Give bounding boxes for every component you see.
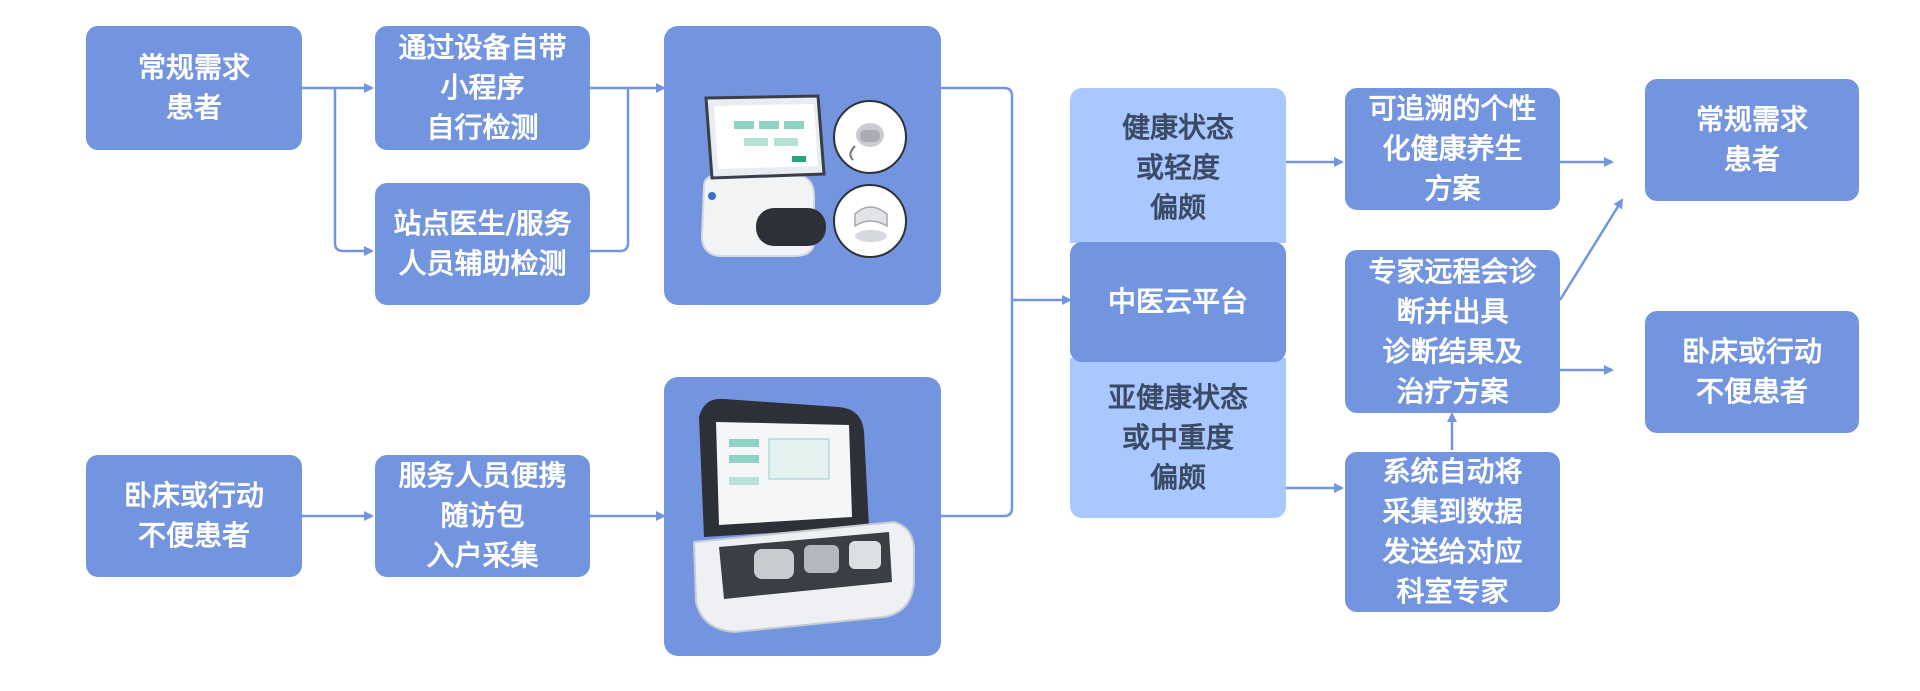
wrist-pad-icon (833, 184, 907, 258)
line-kiosk-out (941, 86, 1014, 518)
node-healthy-state: 健康状态 或轻度 偏颇 (1070, 88, 1286, 243)
line-assisted-merge (590, 88, 630, 253)
tcm-diagnostic-kiosk-icon (700, 94, 826, 257)
node-left-regular-patient: 常规需求 患者 (86, 26, 302, 150)
node-left-bedridden-patient: 卧床或行动 不便患者 (86, 455, 302, 577)
node-self-check: 通过设备自带 小程序 自行检测 (375, 26, 590, 150)
arrow-expert-to-right-regular (1558, 198, 1624, 301)
node-right-regular-patient: 常规需求 患者 (1645, 79, 1859, 201)
node-auto-send: 系统自动将 采集到数据 发送给对应 科室专家 (1345, 452, 1560, 612)
node-home-visit: 服务人员便携 随访包 入户采集 (375, 455, 590, 577)
node-assisted-check: 站点医生/服务 人员辅助检测 (375, 183, 590, 305)
device-kiosk-panel (664, 26, 941, 305)
portable-visit-case-icon (692, 398, 915, 634)
node-subhealthy-state: 亚健康状态 或中重度 偏颇 (1070, 358, 1286, 518)
node-tcm-cloud-platform: 中医云平台 (1070, 242, 1286, 362)
device-case-panel (664, 377, 941, 656)
node-traceable-plan: 可追溯的个性 化健康养生 方案 (1345, 88, 1560, 210)
node-right-bedridden-patient: 卧床或行动 不便患者 (1645, 311, 1859, 433)
arrow-regular-to-assisted (333, 88, 374, 256)
pulse-sensor-icon (833, 100, 907, 174)
node-expert-diagnosis: 专家远程会诊 断并出具 诊断结果及 治疗方案 (1345, 250, 1560, 413)
